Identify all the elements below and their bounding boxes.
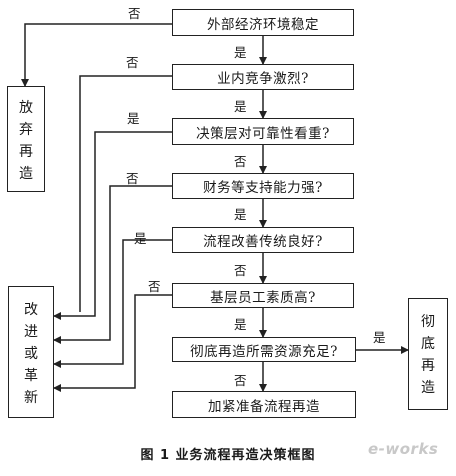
- outcome-abandon-char: 再: [19, 144, 33, 160]
- label-yes: 是: [373, 330, 386, 345]
- label-no: 否: [234, 373, 247, 388]
- outcome-improve-char: 改: [24, 302, 38, 318]
- edge-staff-no-improve: [53, 294, 172, 392]
- node-process-tradition: 流程改善传统良好?: [172, 227, 354, 253]
- outcome-thorough-char: 再: [421, 358, 435, 374]
- label-yes: 是: [234, 99, 247, 114]
- outcome-abandon-char: 造: [19, 166, 33, 182]
- outcome-abandon-char: 弃: [19, 122, 33, 138]
- e-works-logo: e-works: [368, 440, 439, 458]
- outcome-improve-char: 革: [24, 368, 38, 384]
- node-external-environment: 外部经济环境稳定: [172, 9, 354, 36]
- outcome-improve-or-innovate: 改 进 或 革 新: [8, 286, 54, 418]
- figure-caption: 图 1 业务流程再造决策框图: [140, 448, 316, 463]
- label-no: 否: [126, 55, 139, 70]
- label-yes: 是: [234, 45, 247, 60]
- label-no: 否: [148, 279, 161, 294]
- outcome-improve-char: 新: [24, 390, 38, 406]
- edge-financial-no-improve: [53, 185, 172, 344]
- node-decision-reliability: 决策层对可靠性看重?: [172, 118, 354, 145]
- node-resources-sufficient: 彻底再造所需资源充足?: [172, 337, 356, 362]
- node-financial-support: 财务等支持能力强?: [172, 173, 354, 199]
- outcome-thorough-char: 彻: [421, 314, 435, 330]
- label-yes: 是: [234, 207, 247, 222]
- label-yes: 是: [234, 317, 247, 332]
- outcome-thorough-char: 底: [421, 336, 435, 352]
- edge-competition-no-improve: [79, 75, 172, 312]
- label-yes: 是: [127, 111, 140, 126]
- node-industry-competition: 业内竞争激烈?: [172, 64, 354, 90]
- label-no: 否: [234, 263, 247, 278]
- node-staff-quality: 基层员工素质高?: [172, 283, 354, 308]
- edge-env-no-abandon: [21, 23, 172, 87]
- outcome-thorough-reengineering: 彻 底 再 造: [408, 298, 448, 410]
- outcome-abandon-char: 放: [19, 100, 33, 116]
- label-no: 否: [128, 6, 141, 21]
- outcome-thorough-char: 造: [421, 380, 435, 396]
- outcome-abandon: 放 弃 再 造: [7, 86, 45, 192]
- edge-decision-yes-improve: [53, 131, 172, 320]
- label-yes: 是: [134, 231, 147, 246]
- label-no: 否: [234, 154, 247, 169]
- edge-process-yes-improve: [53, 239, 172, 368]
- label-no: 否: [126, 171, 139, 186]
- node-accelerate-preparation: 加紧准备流程再造: [172, 391, 356, 418]
- outcome-improve-char: 或: [24, 346, 38, 362]
- outcome-improve-char: 进: [24, 324, 38, 340]
